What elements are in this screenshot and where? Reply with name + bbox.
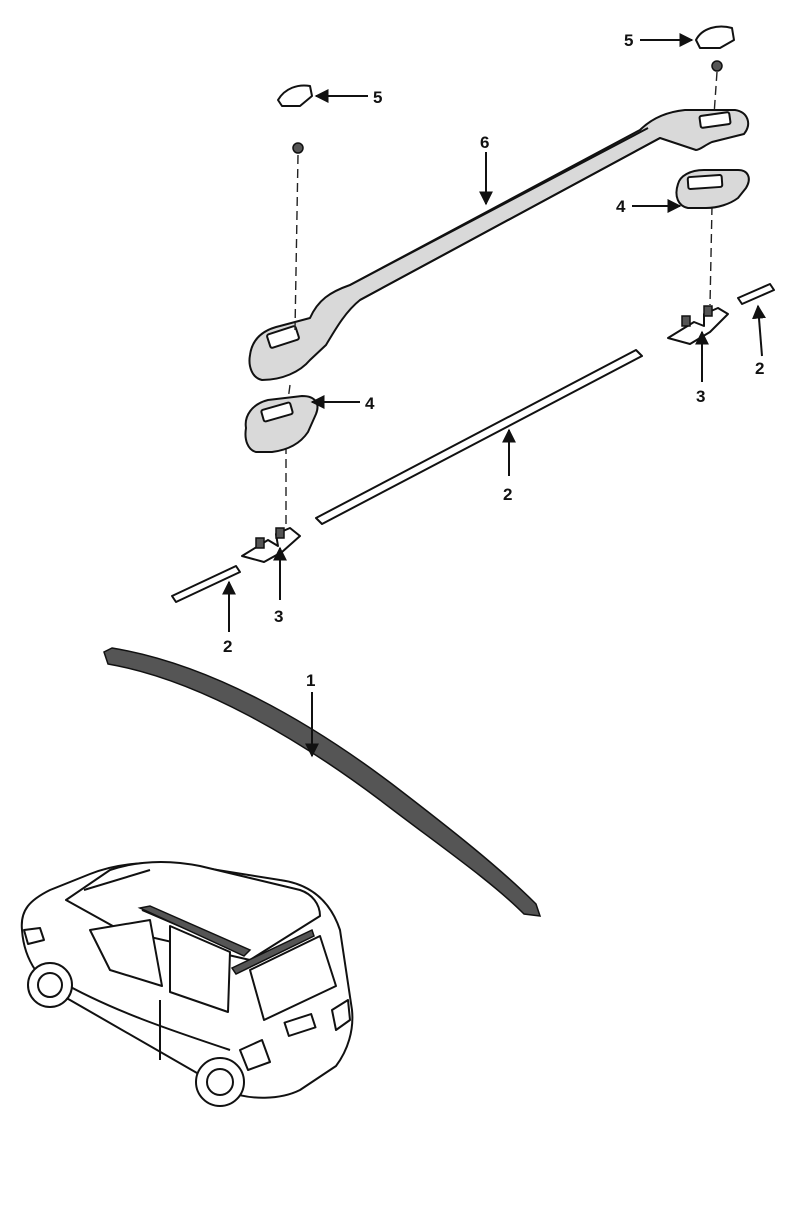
callout-3-right: 3: [696, 387, 705, 406]
hatchback-car-icon: [20, 860, 354, 1107]
callout-3-left: 3: [274, 607, 283, 626]
rail-base-pad-right-icon: [675, 169, 750, 209]
callout-4-right: 4: [616, 197, 626, 216]
trim-strip-short-left-icon: [171, 565, 241, 603]
assembly-line-left-top: [294, 154, 299, 331]
rail-base-pad-left-icon: [244, 395, 319, 453]
callout-2-center: 2: [503, 485, 512, 504]
roof-molding-strip-icon: [103, 647, 542, 917]
end-cap-right-icon: [695, 25, 735, 49]
end-cap-left-icon: [277, 84, 313, 107]
trim-strip-short-right-icon: [737, 283, 775, 305]
trim-strip-long-icon: [315, 349, 643, 525]
callout-1: 1: [306, 671, 315, 690]
mounting-bracket-left-icon: [241, 527, 301, 563]
bolt-left-icon: [292, 142, 304, 154]
callout-4-left: 4: [365, 394, 375, 413]
callout-2-left: 2: [223, 637, 232, 656]
callout-5-right: 5: [624, 31, 633, 50]
bolt-right-icon: [711, 60, 723, 72]
assembly-line-right-bottom: [709, 205, 713, 306]
callout-2-right: 2: [755, 359, 764, 378]
mounting-bracket-right-icon: [667, 305, 729, 345]
callout-6: 6: [480, 133, 489, 152]
callout-arrows: [222, 33, 766, 758]
callout-5-left: 5: [373, 88, 382, 107]
assembly-line-left-mid: [287, 384, 291, 401]
roof-rail-icon: [248, 109, 750, 381]
assembly-line-right-top: [713, 71, 718, 116]
